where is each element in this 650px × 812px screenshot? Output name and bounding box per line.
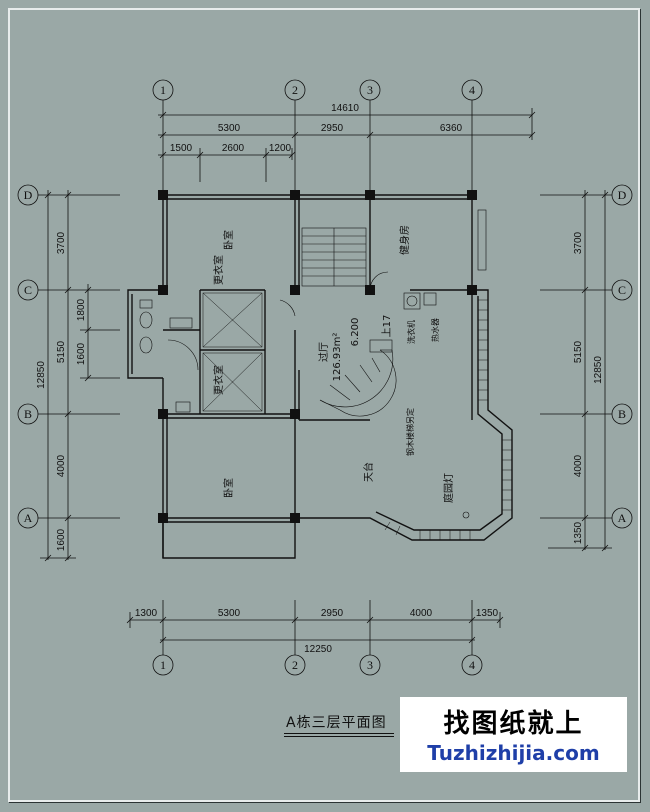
axis-label-top-4: 4 (469, 83, 475, 97)
dim-bottom-total: 12250 (304, 644, 332, 655)
axis-label-right-D: D (618, 188, 627, 202)
axis-label-right-B: B (618, 407, 626, 421)
axis-label-left-A: A (24, 511, 33, 525)
dim-bottom-1350: 1350 (476, 608, 499, 619)
axis-label-right-A: A (618, 511, 627, 525)
axis-label-top-3: 3 (367, 83, 373, 97)
room-label-closet-mid: 更衣室 (212, 365, 225, 395)
dim-left-3700: 3700 (56, 231, 67, 254)
title-underline (284, 733, 394, 734)
dim-right-1350: 1350 (573, 521, 584, 544)
watermark-url: Tuzhizhijia.com (427, 741, 600, 765)
axis-label-top-2: 2 (292, 83, 298, 97)
dim-left-total: 12850 (36, 361, 47, 389)
axis-label-bottom-1: 1 (160, 658, 166, 672)
axis-label-bottom-4: 4 (469, 658, 475, 672)
dim-top-1500: 1500 (170, 143, 193, 154)
bathroom-fixtures (139, 209, 487, 519)
axis-label-top-1: 1 (160, 83, 166, 97)
garden-light-label: 庭园灯 (442, 473, 455, 503)
drawing-title: A栋三层平面图 (286, 715, 387, 731)
dim-bottom-1300: 1300 (135, 608, 158, 619)
dim-left-5150: 5150 (56, 340, 67, 363)
axis-label-bottom-2: 2 (292, 658, 298, 672)
dim-left-inner-1800: 1800 (76, 298, 87, 321)
room-label-bedroom-bottom: 卧室 (222, 478, 235, 498)
washer-label: 洗衣机 (406, 320, 416, 344)
room-label-bedroom-top: 卧室 (222, 230, 235, 250)
dim-top-5300: 5300 (218, 123, 241, 134)
dim-left-4000: 4000 (56, 454, 67, 477)
axis-label-left-C: C (24, 283, 32, 297)
staircase (301, 227, 397, 417)
dim-bottom-2950: 2950 (321, 608, 344, 619)
dim-top-total: 14610 (331, 103, 359, 114)
dim-right-4000: 4000 (573, 454, 584, 477)
dim-bottom-4000: 4000 (410, 608, 433, 619)
watermark-chinese: 找图纸就上 (443, 709, 584, 739)
wardrobe-marks (202, 292, 263, 412)
dim-bottom-5300: 5300 (218, 608, 241, 619)
room-label-terrace: 天台 (362, 462, 375, 482)
structural-columns (158, 190, 477, 523)
water-heater-label: 热水器 (430, 318, 440, 342)
sheet-border (8, 8, 640, 802)
axis-label-bottom-3: 3 (367, 658, 373, 672)
building-walls (127, 194, 513, 559)
dim-left-inner-1600: 1600 (76, 342, 87, 365)
dim-top-2950: 2950 (321, 123, 344, 134)
dim-right-5150: 5150 (573, 340, 584, 363)
title-underline-double (284, 736, 394, 737)
axis-label-left-D: D (24, 188, 33, 202)
dim-left-1600: 1600 (56, 528, 67, 551)
room-label-gym: 健身房 (398, 225, 411, 255)
room-label-closet-top: 更衣室 (212, 255, 225, 285)
terrace-railing-hatch (384, 299, 512, 540)
dim-right-3700: 3700 (573, 231, 584, 254)
dim-top-2600: 2600 (222, 143, 245, 154)
axis-label-left-B: B (24, 407, 32, 421)
watermark-box: 找图纸就上 Tuzhizhijia.com (400, 697, 627, 772)
stair-note-label: 钢木楼梯另定 (405, 408, 415, 456)
dim-top-6360: 6360 (440, 123, 463, 134)
room-label-hall: 过厅 (317, 342, 330, 362)
dim-top-1200: 1200 (269, 143, 292, 154)
elevation-label: 6.200 (350, 318, 361, 347)
stair-up-label: 上17 (381, 315, 393, 338)
room-label-hall-area: 126.93m² (332, 333, 343, 382)
axis-label-right-C: C (618, 283, 626, 297)
dim-right-total: 12850 (593, 356, 604, 384)
